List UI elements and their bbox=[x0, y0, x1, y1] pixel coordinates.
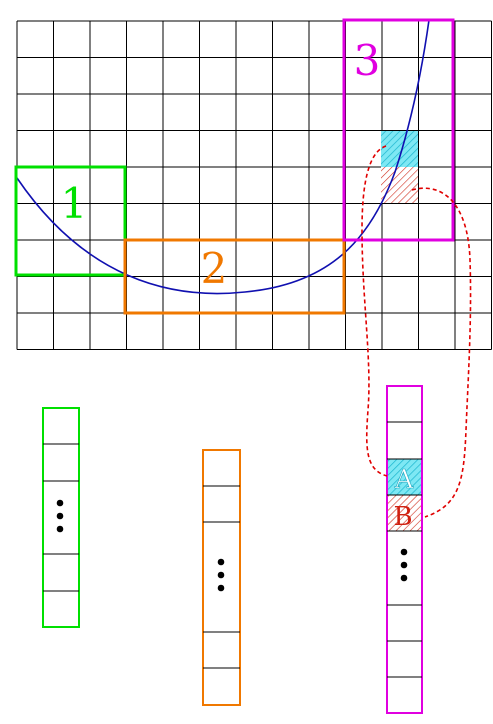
array-region-1 bbox=[42, 407, 80, 628]
array-region-2 bbox=[202, 449, 241, 706]
array-cell-a bbox=[387, 459, 422, 495]
curve-line bbox=[16, 19, 430, 295]
region-3-label: 3 bbox=[354, 36, 381, 85]
highlighted-cell-b bbox=[381, 167, 418, 203]
highlighted-cell-a bbox=[381, 131, 418, 167]
array-region-3: A B bbox=[386, 385, 423, 714]
link-a bbox=[361, 145, 388, 477]
region-3-box bbox=[342, 18, 455, 242]
region-2-label: 2 bbox=[201, 244, 228, 293]
array-cell-b bbox=[387, 495, 422, 531]
cell-b-label: B bbox=[393, 502, 412, 532]
region-1-label: 1 bbox=[61, 179, 88, 228]
ellipsis-icon bbox=[217, 558, 225, 592]
cell-a-label: A bbox=[394, 465, 415, 495]
region-2-box bbox=[123, 238, 346, 315]
link-b bbox=[411, 187, 472, 518]
grid bbox=[16, 20, 492, 350]
region-1-box bbox=[14, 165, 127, 277]
ellipsis-icon bbox=[400, 548, 408, 582]
ellipsis-icon bbox=[56, 499, 64, 533]
